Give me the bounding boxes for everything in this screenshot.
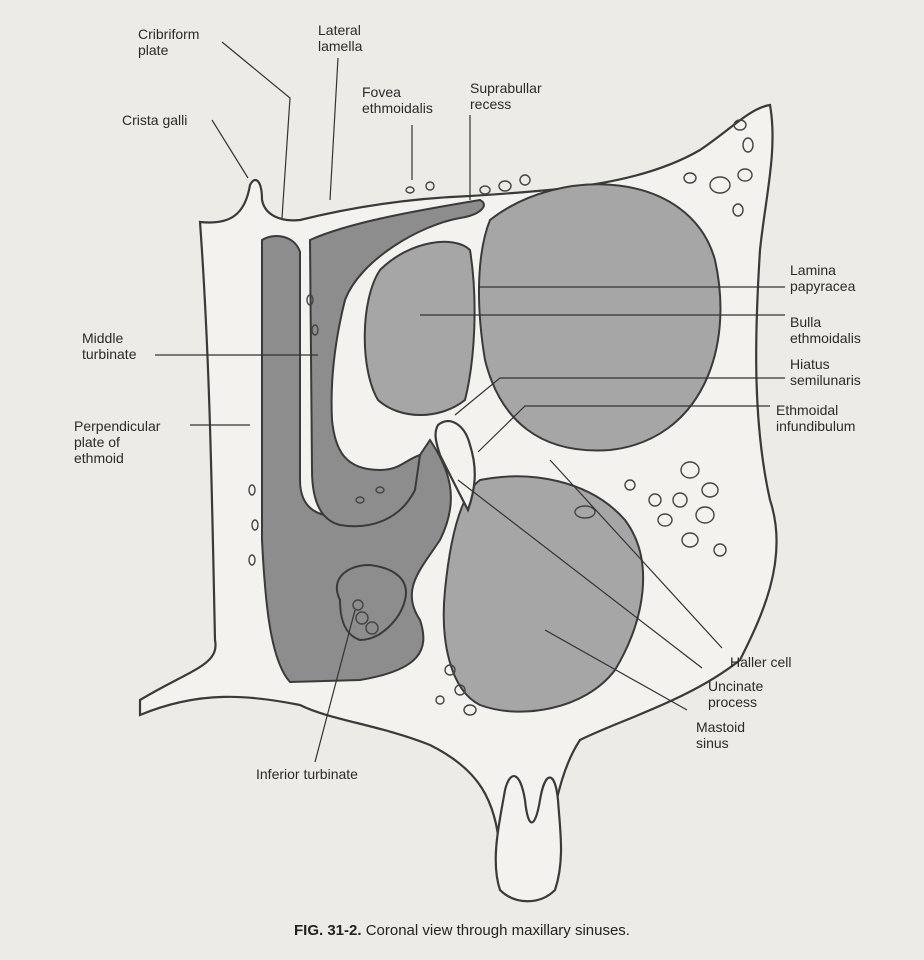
label-haller-cell: Haller cell <box>730 654 791 670</box>
label-cribriform-plate: Cribriform plate <box>138 26 199 58</box>
leader-crista-galli <box>212 120 248 178</box>
bulla-ethmoidalis-shape <box>365 242 475 415</box>
label-perpendicular-plate: Perpendicular plate of ethmoid <box>74 418 160 466</box>
leader-lateral-lamella <box>330 58 338 200</box>
label-mastoid-sinus: Mastoid sinus <box>696 719 745 751</box>
figure-caption: FIG. 31-2. Coronal view through maxillar… <box>0 922 924 939</box>
figure-number: FIG. 31-2. <box>294 922 362 939</box>
label-lamina-papyracea: Lamina papyracea <box>790 262 855 294</box>
label-fovea-ethmoidalis: Fovea ethmoidalis <box>362 84 433 116</box>
caption-text: Coronal view through maxillary sinuses. <box>362 922 630 939</box>
label-suprabullar-recess: Suprabullar recess <box>470 80 542 112</box>
orbit-sinus-shape <box>479 184 720 450</box>
label-lateral-lamella: Lateral lamella <box>318 22 362 54</box>
label-bulla-ethmoidalis: Bulla ethmoidalis <box>790 314 861 346</box>
label-ethmoidal-infundibulum: Ethmoidal infundibulum <box>776 402 855 434</box>
label-hiatus-semilunaris: Hiatus semilunaris <box>790 356 861 388</box>
label-inferior-turbinate: Inferior turbinate <box>256 766 358 782</box>
label-uncinate-process: Uncinate process <box>708 678 763 710</box>
label-crista-galli: Crista galli <box>122 112 187 128</box>
label-middle-turbinate: Middle turbinate <box>82 330 136 362</box>
